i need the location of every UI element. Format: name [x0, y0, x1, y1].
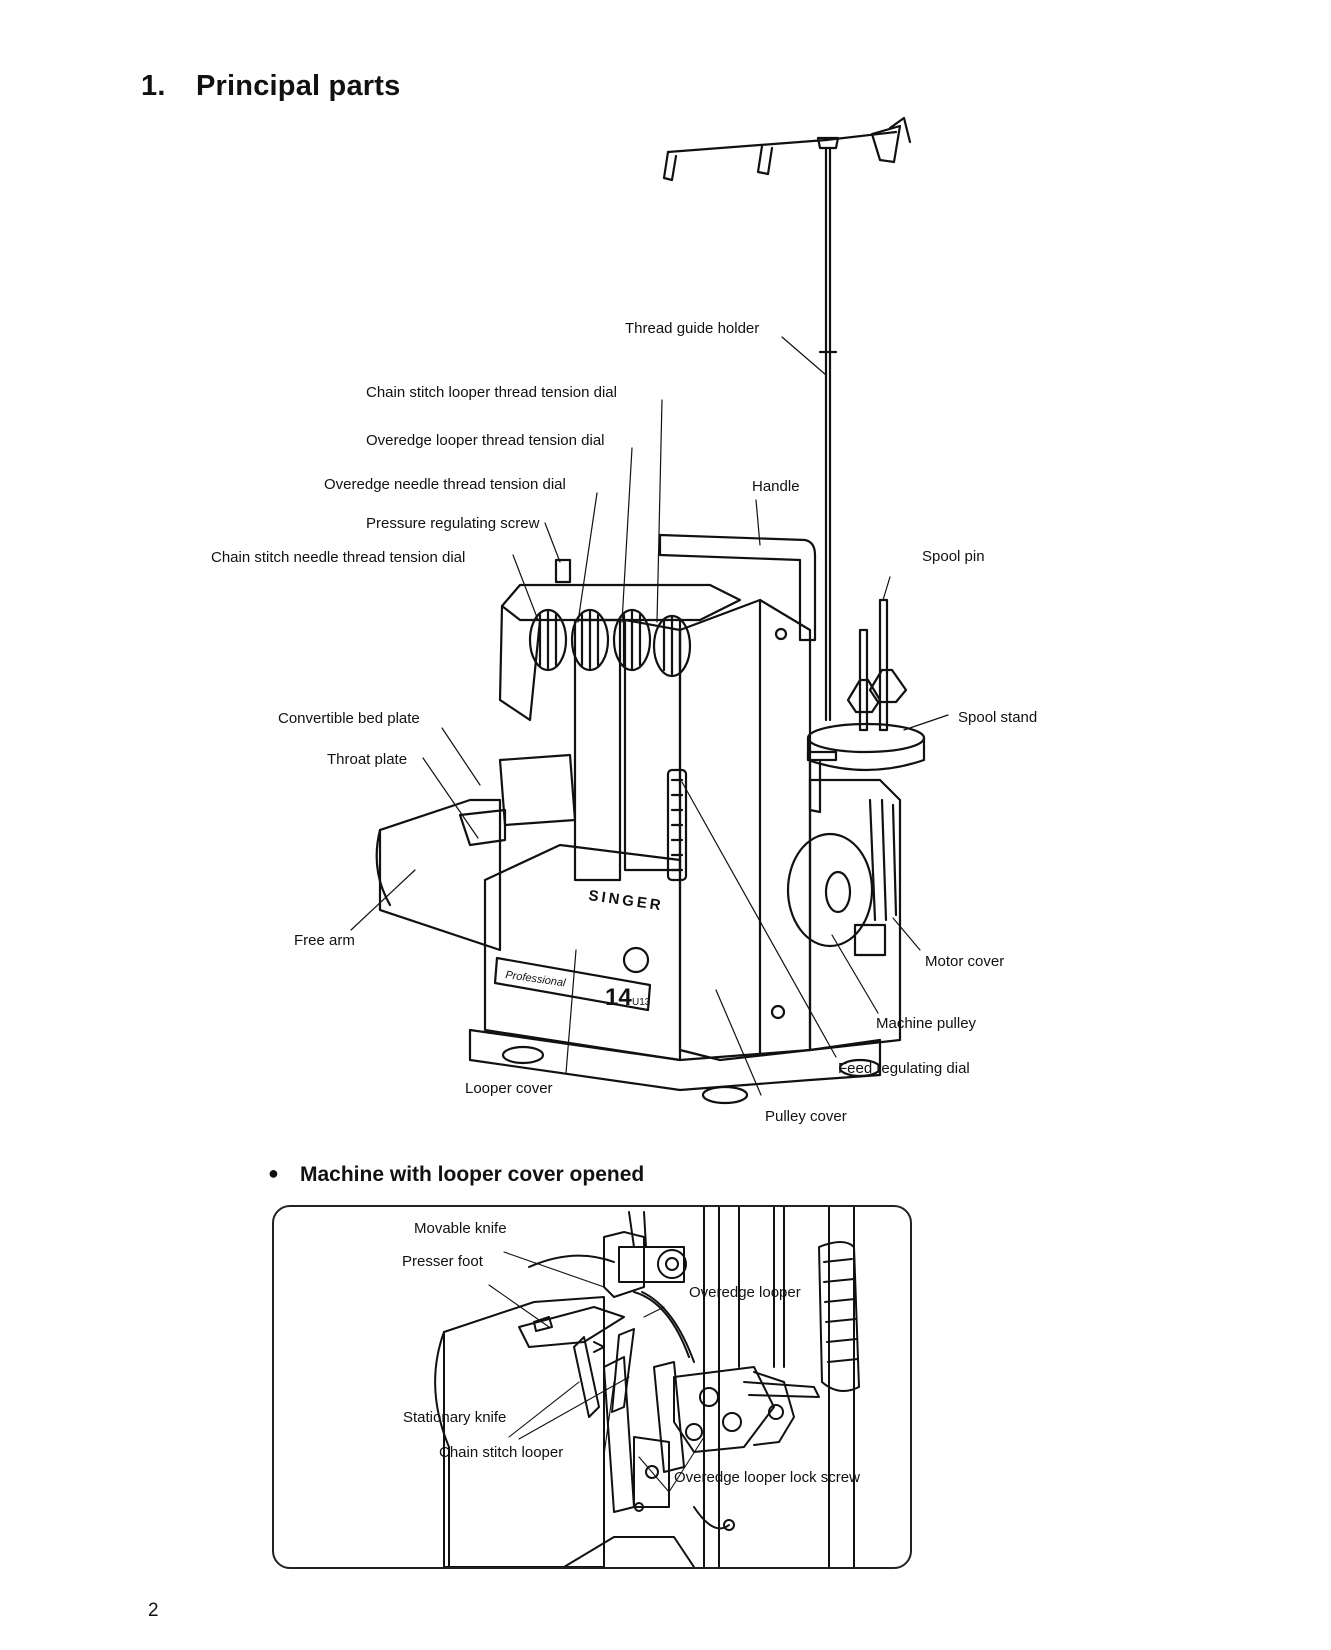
model-suffix-text: U13 [632, 997, 651, 1008]
model-number-text: 14 [605, 984, 632, 1011]
label-chain-stitch-looper: Chain stitch looper [439, 1444, 564, 1461]
section-title: Principal parts [196, 70, 401, 102]
bullet-icon: ● [268, 1163, 279, 1183]
label-pulley-cover: Pulley cover [765, 1108, 847, 1125]
label-handle: Handle [752, 478, 800, 495]
brand-logo-text: SINGER [587, 887, 664, 914]
label-stationary-knife: Stationary knife [403, 1409, 507, 1426]
label-overedge-needle-dial: Overedge needle thread tension dial [324, 476, 566, 493]
label-thread-guide-holder: Thread guide holder [625, 320, 760, 337]
looper-cover-opened-inset: Movable knife Presser foot Overedge loop… [272, 1205, 912, 1569]
page-title: 1. Principal parts [141, 70, 400, 103]
inset-heading: ● Machine with looper cover opened [268, 1163, 644, 1187]
label-pressure-regulating-screw: Pressure regulating screw [366, 515, 540, 532]
label-overedge-looper: Overedge looper [689, 1284, 801, 1301]
label-movable-knife: Movable knife [414, 1220, 507, 1237]
label-convertible-bed-plate: Convertible bed plate [278, 710, 420, 727]
label-throat-plate: Throat plate [327, 751, 408, 768]
label-presser-foot: Presser foot [402, 1253, 483, 1270]
label-feed-regulating-dial: Feed regulating dial [838, 1060, 970, 1077]
serger-illustration: SINGER Professional 14 U13 [350, 116, 949, 1105]
label-chain-stitch-looper-dial: Chain stitch looper thread tension dial [366, 384, 617, 401]
label-overedge-looper-lock-screw: Overedge looper lock screw [674, 1469, 860, 1486]
label-spool-stand: Spool stand [958, 709, 1038, 726]
label-overedge-looper-dial: Overedge looper thread tension dial [366, 432, 605, 449]
machine-body: SINGER Professional 14 U13 [375, 558, 902, 1105]
inset-leader-lines [488, 1251, 705, 1493]
label-motor-cover: Motor cover [925, 953, 1005, 970]
page-number: 2 [148, 1600, 159, 1621]
label-looper-cover: Looper cover [465, 1080, 553, 1097]
inset-illustration [434, 1207, 860, 1567]
leader-lines [350, 336, 949, 1096]
label-free-arm: Free arm [294, 932, 355, 949]
label-spool-pin: Spool pin [922, 548, 985, 565]
thread-guide-antenna [662, 116, 912, 722]
label-chain-stitch-needle-dial: Chain stitch needle thread tension dial [211, 549, 466, 566]
section-number: 1. [141, 70, 166, 102]
label-machine-pulley: Machine pulley [876, 1015, 977, 1032]
handle-drawing [658, 533, 817, 642]
inset-heading-text: Machine with looper cover opened [300, 1163, 645, 1186]
